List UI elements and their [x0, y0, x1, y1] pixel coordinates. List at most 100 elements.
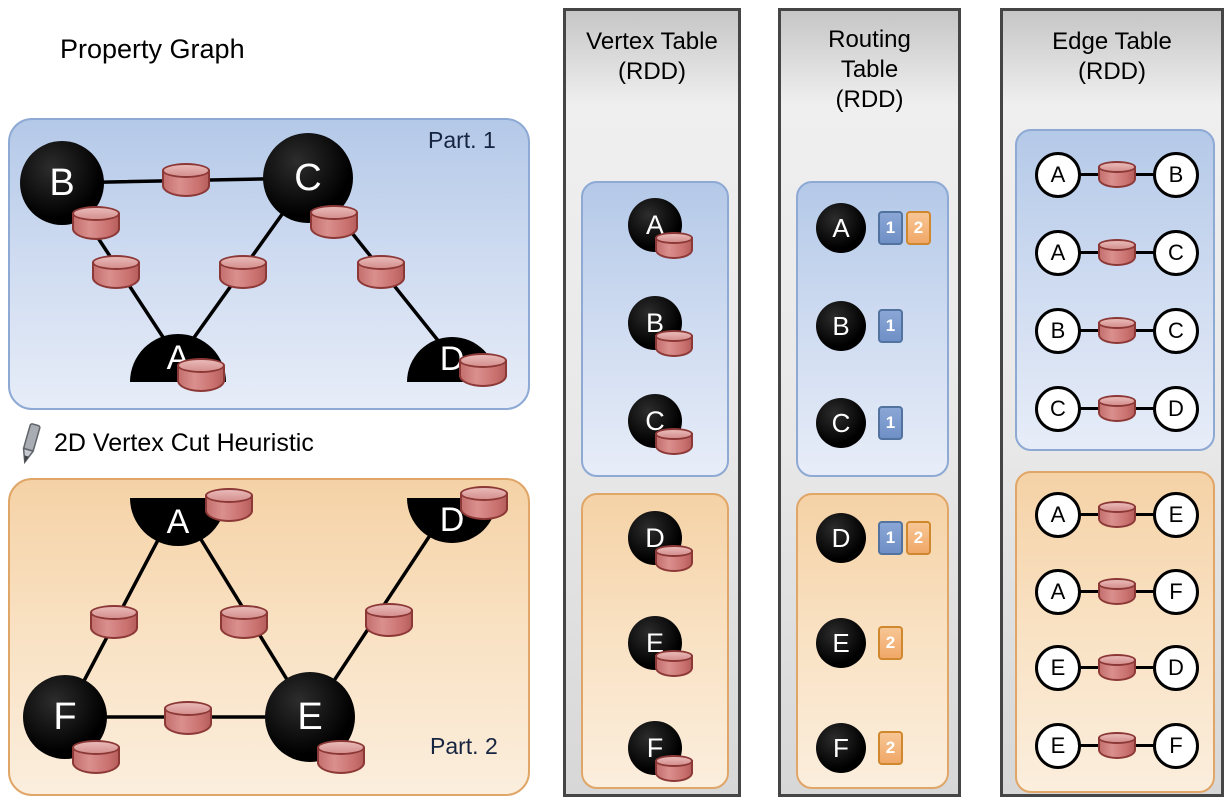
routing-entry-c: C [816, 398, 866, 448]
vertex-label: A [1050, 240, 1066, 265]
vertex-property-database-icon [310, 205, 358, 239]
partition-1-badge: 1 [878, 406, 903, 440]
partition-1-badge: 1 [878, 211, 903, 245]
vertex-label: E [832, 627, 850, 658]
edge-row-a-b: A B [1035, 152, 1199, 198]
partition-2-badge: 2 [906, 521, 931, 555]
partition-2-label: Part. 2 [430, 733, 498, 759]
edge-row-e-f: E F [1035, 723, 1199, 769]
partition-1-label: Part. 1 [428, 127, 496, 153]
edge-property-database-icon [90, 605, 138, 639]
vertex-label: A [832, 212, 850, 243]
edge-property-database-icon [219, 255, 267, 289]
title-line: Table [840, 56, 899, 83]
heuristic-label: 2D Vertex Cut Heuristic [54, 429, 314, 457]
vertex-label: E [1050, 655, 1066, 680]
vertex-label: D [831, 522, 851, 553]
edge-property-database-icon [164, 701, 212, 735]
vertex-property-database-icon [317, 740, 365, 774]
vertex-label: B [49, 161, 75, 204]
title-line: (RDD) [1078, 58, 1146, 85]
vertex-property-database-icon [460, 486, 508, 520]
partition-1-badge: 1 [878, 521, 903, 555]
routing-table-title: Routing Table (RDD) [781, 25, 958, 115]
vertex-label: D [1168, 396, 1184, 421]
title-line: Vertex Table [586, 28, 718, 55]
edge-table-panel: Edge Table (RDD) A B A C B C [1000, 8, 1224, 797]
edge-table-title: Edge Table (RDD) [1003, 27, 1221, 87]
vertex-property-database-icon [459, 353, 507, 387]
edge-src-vertex: B [1035, 308, 1081, 354]
edge-row-b-c: B C [1035, 308, 1199, 354]
edge-dst-vertex: C [1153, 230, 1199, 276]
edge-dst-vertex: C [1153, 308, 1199, 354]
vertex-property-database-icon [205, 488, 253, 522]
vertex-table-panel: Vertex Table (RDD) A B C D E F [563, 8, 741, 797]
vertex-label: A [1050, 162, 1066, 187]
edge-property-database-icon [365, 603, 413, 637]
edge-dst-vertex: F [1153, 569, 1199, 615]
edge-property-database-icon [1098, 732, 1136, 760]
edge-property-database-icon [220, 605, 268, 639]
vertex-label: E [1050, 733, 1066, 758]
vertex-label: D [1168, 655, 1184, 680]
edge-property-database-icon [1098, 317, 1136, 345]
edge-property-database-icon [1098, 161, 1136, 189]
edge-property-database-icon [1098, 239, 1136, 267]
vertex-label: B [1168, 162, 1184, 187]
vertex-property-database-icon [655, 755, 693, 783]
edge-dst-vertex: E [1153, 492, 1199, 538]
partition-2-badge: 2 [878, 626, 903, 660]
edge-row-a-f: A F [1035, 569, 1199, 615]
edge-src-vertex: A [1035, 152, 1081, 198]
edge-src-vertex: A [1035, 230, 1081, 276]
vertex-property-database-icon [72, 740, 120, 774]
routing-entry-a: A [816, 203, 866, 253]
vertex-label: C [1168, 240, 1184, 265]
vertex-label: F [1169, 579, 1183, 604]
vertex-label: C [1168, 318, 1184, 343]
vertex-label: F [53, 695, 77, 738]
edge-property-database-icon [92, 255, 140, 289]
edge-row-c-d: C D [1035, 386, 1199, 432]
edge-dst-vertex: D [1153, 386, 1199, 432]
edge-dst-vertex: B [1153, 152, 1199, 198]
partition-2-badge: 2 [906, 211, 931, 245]
edge-property-database-icon [1098, 578, 1136, 606]
edge-property-database-icon [1098, 501, 1136, 529]
property-graph-title: Property Graph [60, 34, 245, 64]
title-line: Edge Table [1052, 28, 1172, 55]
vertex-property-database-icon [655, 428, 693, 456]
vertex-label: C [1050, 396, 1066, 421]
edge-src-vertex: E [1035, 645, 1081, 691]
edge-dst-vertex: F [1153, 723, 1199, 769]
vertex-property-database-icon [72, 206, 120, 240]
vertex-label: B [1050, 318, 1066, 343]
edge-property-database-icon [357, 255, 405, 289]
vertex-table-title: Vertex Table (RDD) [566, 27, 738, 87]
edge-table-part2-box: A E A F E D E F [1015, 471, 1215, 793]
edge-src-vertex: C [1035, 386, 1081, 432]
vertex-property-database-icon [177, 358, 225, 392]
routing-entry-b: B [816, 301, 866, 351]
vertex-label: F [1169, 733, 1183, 758]
routing-entry-f: F [816, 723, 866, 773]
vertex-property-database-icon [655, 650, 693, 678]
vertex-property-database-icon [655, 232, 693, 260]
edge-dst-vertex: D [1153, 645, 1199, 691]
edge-src-vertex: A [1035, 569, 1081, 615]
edge-property-database-icon [162, 163, 210, 197]
title-line: Routing [828, 26, 911, 53]
routing-entry-d: D [816, 513, 866, 563]
vertex-label: C [831, 407, 851, 438]
partition-1-badge: 1 [878, 309, 903, 343]
vertex-label: A [166, 502, 190, 541]
edge-src-vertex: A [1035, 492, 1081, 538]
title-line: (RDD) [618, 58, 686, 85]
edge-src-vertex: E [1035, 723, 1081, 769]
routing-entry-e: E [816, 618, 866, 668]
pencil-icon [22, 423, 41, 465]
edge-property-database-icon [1098, 654, 1136, 682]
edge-row-a-c: A C [1035, 230, 1199, 276]
